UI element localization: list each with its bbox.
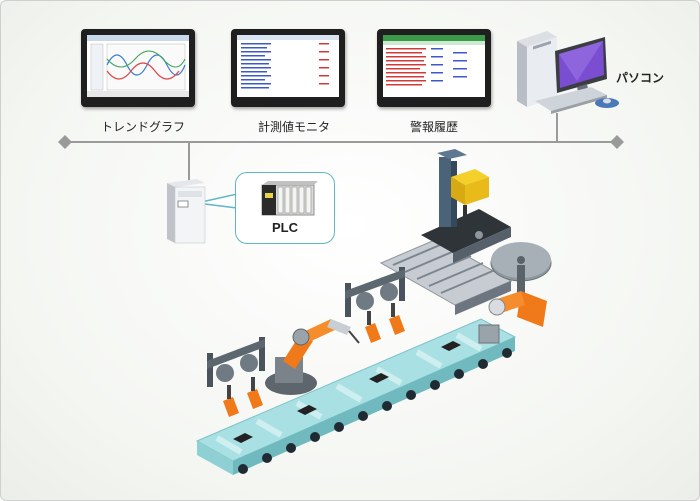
measurement-monitor	[231, 29, 345, 107]
top-belt-conveyor	[421, 209, 511, 263]
rotary-robot	[478, 242, 552, 344]
trend-graph-label: トレンドグラフ	[101, 120, 186, 134]
alarm-history-monitor	[377, 29, 491, 107]
pick-place-middle	[345, 267, 405, 343]
trend-graph-monitor	[81, 29, 195, 107]
measurement-monitor-label: 計測値モニタ	[258, 120, 331, 134]
plc-unit-icon	[261, 181, 318, 216]
welding-robot	[265, 319, 360, 395]
plc-label: PLC	[272, 220, 298, 235]
pc-icon	[517, 31, 619, 114]
plc-cabinet	[167, 179, 206, 244]
alarm-history-screen	[383, 35, 485, 97]
roller-conveyor	[379, 238, 513, 315]
trend-graph-screen	[87, 35, 189, 97]
pc-label: パソコン	[616, 71, 665, 85]
alarm-history-label: 警報履歴	[410, 120, 459, 134]
pick-place-left	[207, 337, 265, 417]
plc-callout: PLC	[235, 172, 335, 244]
gantry-robot	[437, 149, 489, 227]
measurement-monitor-screen	[237, 35, 339, 97]
conveyor-belt	[195, 318, 517, 475]
